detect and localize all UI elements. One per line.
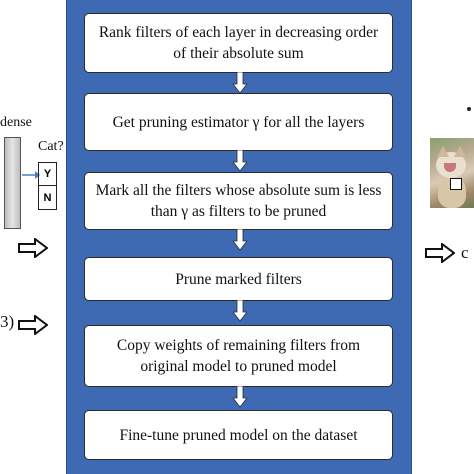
down-arrow-5-icon (233, 386, 247, 408)
step-rank-filters: Rank filters of each layer in decreasing… (84, 13, 393, 73)
down-arrow-4-icon (233, 300, 247, 322)
step-prune-marked: Prune marked filters (84, 257, 393, 301)
right-bullet-dot (467, 107, 471, 111)
down-arrow-3-icon (233, 229, 247, 251)
step-pruning-estimator: Get pruning estimator γ for all the laye… (84, 93, 393, 151)
down-arrow-1-icon (233, 72, 247, 94)
step-fine-tune-text: Fine-tune pruned model on the dataset (119, 426, 358, 444)
flow-arrow-right-icon (425, 243, 455, 263)
dense-layer-bar (4, 137, 21, 229)
partial-label-left: 3) (0, 312, 15, 331)
step-fine-tune: Fine-tune pruned model on the dataset (84, 410, 393, 460)
step-prune-marked-text: Prune marked filters (175, 270, 302, 288)
cat-question-label: Cat? (38, 139, 64, 154)
output-yes-label: Y (43, 168, 52, 180)
step-pruning-estimator-text: Get pruning estimator γ for all the laye… (112, 113, 365, 131)
step-mark-filters: Mark all the filters whose absolute sum … (84, 172, 393, 230)
step-copy-weights: Copy weights of remaining filters from o… (84, 325, 393, 387)
output-no-label: N (43, 191, 52, 204)
dense-label: dense (0, 115, 32, 130)
flow-arrow-left-2-icon (18, 315, 48, 335)
selection-square-icon (450, 178, 462, 190)
down-arrow-2-icon (233, 150, 247, 172)
flow-arrow-left-1-icon (18, 238, 48, 258)
step-copy-weights-text: Copy weights of remaining filters from o… (116, 337, 361, 375)
step-mark-filters-text: Mark all the filters whose absolute sum … (95, 182, 382, 220)
connector-arrow-icon (22, 171, 40, 179)
step-rank-filters-text: Rank filters of each layer in decreasing… (98, 24, 379, 62)
kitten-photo (430, 138, 474, 208)
output-yes-cell: Y (38, 162, 57, 186)
partial-label-right: c (461, 243, 469, 262)
output-no-cell: N (38, 186, 57, 210)
